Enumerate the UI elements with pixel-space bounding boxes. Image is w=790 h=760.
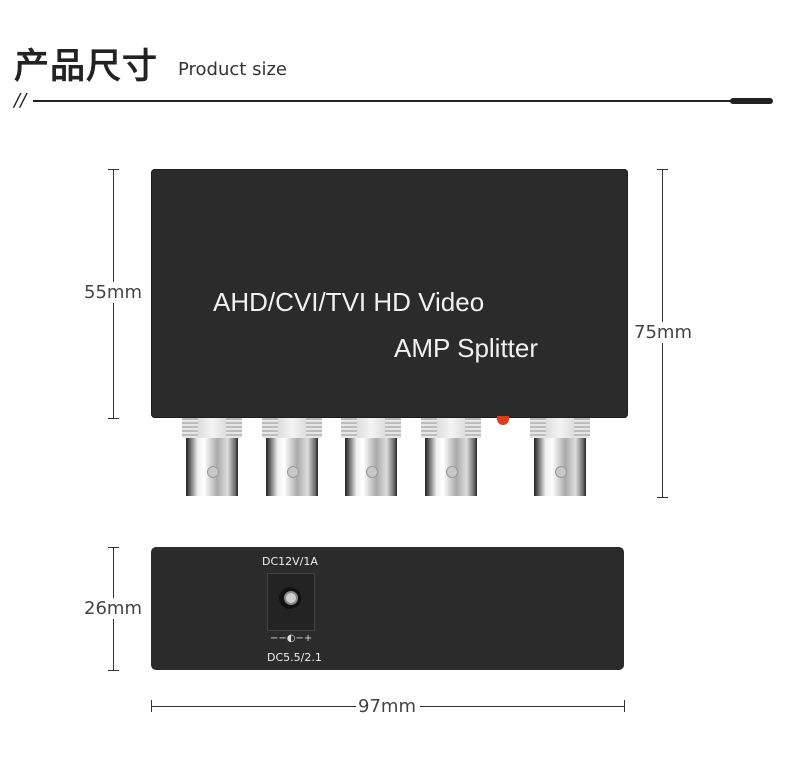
jack-spec-label: DC5.5/2.1 — [267, 651, 322, 664]
power-led-icon — [497, 416, 509, 425]
section-title-chinese: 产品尺寸 — [14, 47, 159, 87]
dim-label-depth: 26mm — [84, 598, 142, 619]
device-front-view — [151, 169, 628, 418]
device-label-line2: AMP Splitter — [394, 333, 539, 363]
device-label-line1: AHD/CVI/TVI HD Video — [213, 287, 485, 317]
dim-label-width: 97mm — [358, 696, 416, 717]
decorative-slashes: // — [14, 90, 27, 111]
bnc-connector-icon — [341, 418, 401, 496]
dim-label-total-height: 75mm — [634, 322, 692, 343]
header-divider-end-bar — [730, 98, 773, 104]
dim-tick-right — [624, 700, 625, 712]
dc-jack-pin — [284, 591, 298, 605]
power-rating-label: DC12V/1A — [262, 555, 318, 568]
dim-tick-bottom — [657, 497, 668, 498]
bnc-connector-icon — [421, 418, 481, 496]
dim-line-width-left — [151, 706, 356, 707]
bnc-connector-icon — [530, 418, 590, 496]
section-title-english: Product size — [178, 59, 287, 80]
polarity-symbol-icon: −−◐−+ — [270, 633, 313, 644]
bnc-connector-icon — [262, 418, 322, 496]
header-divider — [33, 100, 733, 102]
device-side-view — [151, 547, 624, 670]
dim-line-width-right — [420, 706, 624, 707]
dim-tick-bottom — [108, 418, 119, 419]
dim-label-body-height: 55mm — [84, 282, 142, 303]
dim-tick-bottom — [108, 670, 119, 671]
bnc-connector-icon — [182, 418, 242, 496]
